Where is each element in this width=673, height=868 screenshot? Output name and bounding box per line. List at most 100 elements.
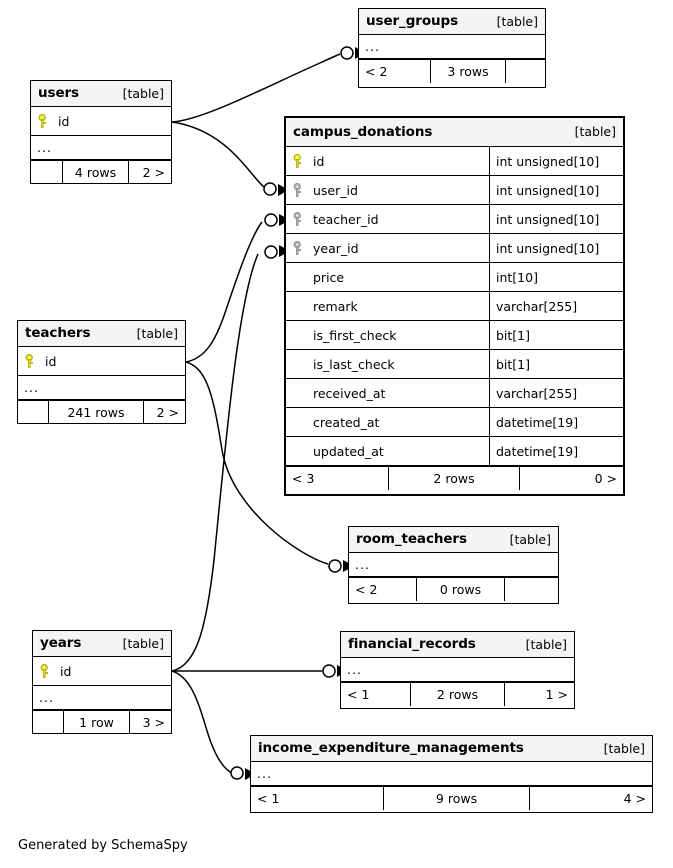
table-footer: < 2 0 rows [349,577,558,601]
table-financial-records[interactable]: financial_records [table] ... < 1 2 rows… [340,631,575,709]
column-row[interactable]: teacher_id int unsigned[10] [286,205,623,234]
footer-row-count: 9 rows [384,787,530,810]
table-type-tag: [table] [574,124,616,139]
hidden-columns-ellipsis: ... [31,136,171,160]
column-row[interactable]: user_id int unsigned[10] [286,176,623,205]
footer-parents-count[interactable]: < 1 [341,683,411,706]
footer-parents-count[interactable]: < 3 [286,467,389,490]
column-name: price [313,269,345,285]
footer-parents-count[interactable]: < 2 [359,60,431,83]
column-name: id [58,113,70,129]
column-name: id [313,153,325,169]
hidden-columns-ellipsis: ... [341,658,574,682]
column-row[interactable]: received_at varchar[255] [286,379,623,408]
foreign-key-icon [293,211,306,227]
column-row[interactable]: created_at datetime[19] [286,408,623,437]
table-income-expenditure-managements[interactable]: income_expenditure_managements [table] .… [250,735,653,813]
column-type: int[10] [489,263,623,291]
column-name: remark [313,298,358,314]
footer-row-count: 1 row [64,711,130,734]
hidden-columns-ellipsis: ... [251,762,652,786]
column-row[interactable]: price int[10] [286,263,623,292]
footer-children-count[interactable]: 3 > [142,715,165,730]
table-name: financial_records [348,636,476,652]
table-type-tag: [table] [509,531,551,547]
column-name-cell: created_at [286,415,489,430]
footer-row-count: 2 rows [389,467,520,490]
table-users[interactable]: users [table] id ... 4 rows 2 > [30,80,172,184]
table-footer: 241 rows 2 > [18,400,185,424]
table-title-bar: user_groups [table] [359,9,545,35]
table-type-tag: [table] [122,85,164,101]
column-row[interactable]: id int unsigned[10] [286,147,623,176]
footer-children-count[interactable]: 2 > [156,405,179,420]
column-name: is_first_check [313,327,397,343]
table-title-bar: income_expenditure_managements [table] [251,736,652,762]
column-name: created_at [313,414,380,430]
column-name: user_id [313,182,358,198]
footer-children-count[interactable]: 2 > [142,165,165,180]
column-row[interactable]: is_first_check bit[1] [286,321,623,350]
hidden-columns-ellipsis: ... [18,376,185,400]
table-footer: 4 rows 2 > [31,160,171,184]
column-type: int unsigned[10] [489,176,623,204]
column-name-cell: id [18,354,185,369]
table-type-tag: [table] [122,635,164,651]
column-name-cell: id [286,154,489,169]
column-row[interactable]: id [18,347,185,376]
column-name-cell: price [286,270,489,285]
column-type: int unsigned[10] [489,234,623,262]
footer-parents-count[interactable] [33,711,64,734]
table-title-bar: financial_records [table] [341,632,574,658]
column-type: datetime[19] [489,437,623,465]
table-name: teachers [25,325,91,341]
footer-children-count[interactable] [505,578,558,601]
table-type-tag: [table] [525,636,567,652]
table-campus-donations[interactable]: campus_donations [table] id int unsigned… [284,116,625,496]
generator-credit: Generated by SchemaSpy [18,838,188,853]
column-name-cell: teacher_id [286,212,489,227]
column-name-cell: updated_at [286,444,489,459]
footer-children-count[interactable]: 0 > [594,471,617,486]
column-row[interactable]: remark varchar[255] [286,292,623,321]
footer-children-count[interactable]: 4 > [623,791,646,806]
footer-row-count: 241 rows [49,401,144,424]
column-row[interactable]: updated_at datetime[19] [286,437,623,466]
column-name-cell: year_id [286,241,489,256]
primary-key-icon [40,663,53,679]
column-row[interactable]: is_last_check bit[1] [286,350,623,379]
footer-row-count: 0 rows [417,578,505,601]
table-title-bar: years [table] [33,631,171,657]
hidden-columns-ellipsis: ... [359,35,545,59]
footer-children-count[interactable] [506,60,545,83]
footer-parents-count[interactable]: < 1 [251,787,384,810]
footer-parents-count[interactable] [18,401,49,424]
footer-row-count: 4 rows [63,161,129,184]
column-row[interactable]: id [31,107,171,136]
column-name-cell: received_at [286,386,489,401]
table-teachers[interactable]: teachers [table] id ... 241 rows 2 > [17,320,186,424]
column-name: is_last_check [313,356,395,372]
column-name-cell: is_last_check [286,357,489,372]
footer-row-count: 3 rows [431,60,506,83]
column-row[interactable]: id [33,657,171,686]
column-type: varchar[255] [489,379,623,407]
footer-parents-count[interactable]: < 2 [349,578,417,601]
footer-parents-count[interactable] [31,161,63,184]
table-title-bar: room_teachers [table] [349,527,558,553]
column-name: id [45,353,57,369]
column-name: id [60,663,72,679]
table-footer: < 1 9 rows 4 > [251,786,652,810]
table-title-bar: campus_donations [table] [286,118,623,147]
footer-children-count[interactable]: 1 > [545,687,568,702]
column-row[interactable]: year_id int unsigned[10] [286,234,623,263]
table-footer: < 3 2 rows 0 > [286,466,623,490]
table-room-teachers[interactable]: room_teachers [table] ... < 2 0 rows [348,526,559,604]
table-name: years [40,635,82,651]
column-name-cell: remark [286,299,489,314]
table-years[interactable]: years [table] id ... 1 row 3 > [32,630,172,734]
table-name: income_expenditure_managements [258,740,524,756]
column-name-cell: is_first_check [286,328,489,343]
table-user-groups[interactable]: user_groups [table] ... < 2 3 rows [358,8,546,88]
